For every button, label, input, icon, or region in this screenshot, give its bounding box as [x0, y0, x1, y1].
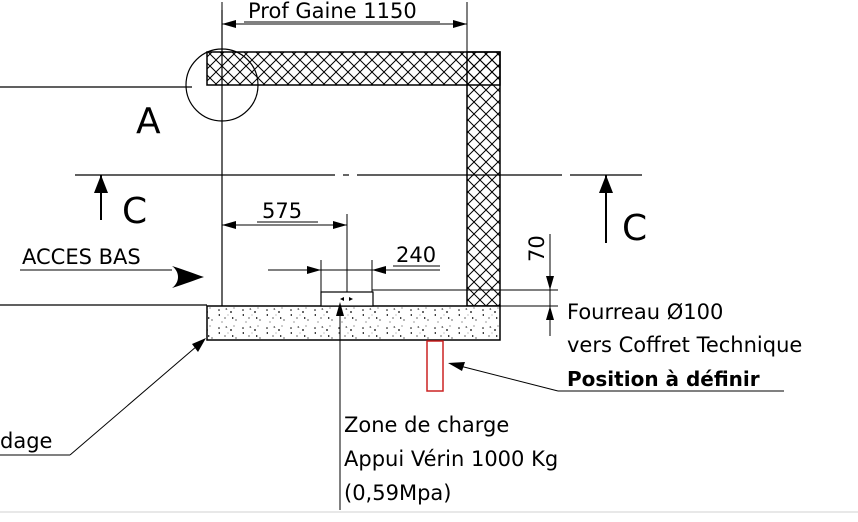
section-marker-left: C: [122, 191, 147, 232]
charge-line1: Zone de charge: [344, 413, 509, 437]
load-pad-mark: [340, 297, 353, 301]
fourreau-leader-arrow: [448, 362, 465, 371]
acces-bas-label: ACCES BAS: [22, 245, 141, 269]
fourreau-line3: Position à définir: [567, 367, 760, 391]
slab-leader: [69, 339, 205, 456]
fourreau-line2: vers Coffret Technique: [567, 333, 802, 357]
label-70: 70: [525, 235, 549, 262]
charge-line2: Appui Vérin 1000 Kg: [344, 447, 558, 471]
acces-bas-arrow: ACCES BAS: [20, 245, 204, 288]
dimension-70: 70: [525, 234, 554, 336]
prof-gaine-label: Prof Gaine 1150: [248, 0, 417, 23]
fourreau-tube: [426, 340, 444, 392]
gaine-walls: [206, 51, 501, 307]
dimension-240: 240: [268, 243, 440, 292]
charge-leader-arrow: [336, 302, 344, 316]
fourreau-line1: Fourreau Ø100: [567, 300, 723, 324]
slab-leader-arrow: [192, 338, 206, 352]
dimension-prof-gaine: Prof Gaine 1150: [221, 0, 468, 52]
charge-line3: (0,59Mpa): [344, 481, 451, 505]
section-line-cc: C C: [75, 174, 647, 249]
load-pad: [320, 291, 374, 307]
label-240: 240: [396, 243, 436, 267]
label-575: 575: [262, 199, 302, 223]
detail-circle: [185, 48, 259, 122]
dimension-575: 575: [222, 199, 348, 292]
top-wall: [206, 51, 501, 86]
detail-marker-a: A: [136, 101, 161, 142]
right-wall: [466, 51, 501, 307]
slab-label: dage: [0, 429, 52, 453]
section-marker-right: C: [622, 208, 647, 249]
fourreau-leader: [459, 365, 559, 392]
concrete-slab: [206, 305, 501, 341]
